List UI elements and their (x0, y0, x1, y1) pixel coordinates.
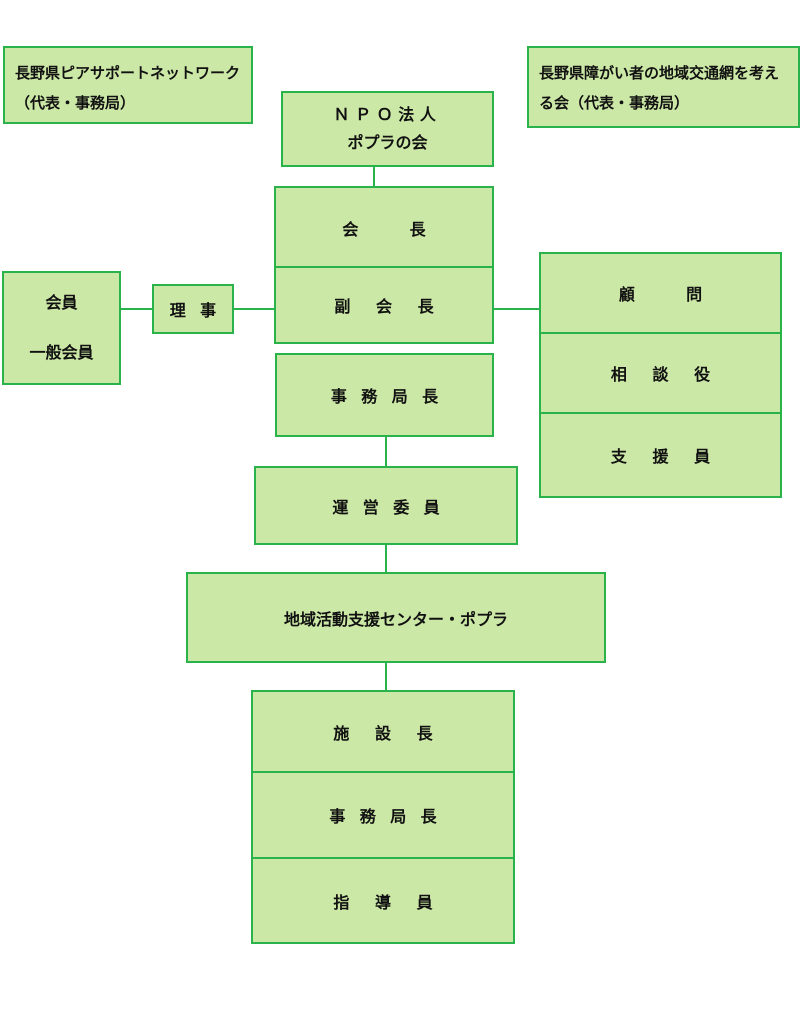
box-activity-support-center: 地域活動支援センター・ポプラ (186, 572, 606, 663)
general-members-label: 一般会員 (29, 343, 94, 362)
facility-manager-label: 施設長 (333, 723, 459, 743)
box-instructor: 指導員 (251, 857, 515, 944)
box-director: 理事 (152, 284, 234, 334)
secretary-general-label: 事務局長 (330, 387, 453, 406)
support-staff-label: 支援員 (610, 447, 736, 466)
connector-vicechair-advisors (492, 308, 540, 310)
org-name-label: ポプラの会 (347, 133, 428, 152)
director-label: 理事 (169, 301, 231, 320)
note-transport-network-association-text: 長野県障がい者の地域交通網を考える会（代表・事務局） (539, 64, 780, 112)
box-advisor: 顧問 (539, 252, 782, 334)
box-vice-chair: 副会長 (274, 266, 494, 344)
connector-members-director (119, 308, 153, 310)
box-secretary-general: 事務局長 (275, 353, 494, 437)
note-peer-support-network-text: 長野県ピアサポートネットワーク（代表・事務局） (15, 64, 241, 112)
box-support-staff: 支援員 (539, 412, 782, 498)
note-peer-support-network: 長野県ピアサポートネットワーク（代表・事務局） (3, 46, 253, 124)
box-steering-committee: 運営委員 (254, 466, 518, 545)
box-center-secretary: 事務局長 (251, 771, 515, 859)
advisor-label: 顧問 (618, 285, 754, 304)
connector-committee-center (385, 544, 387, 574)
vice-chair-label: 副会長 (334, 297, 460, 316)
note-transport-network-association: 長野県障がい者の地域交通網を考える会（代表・事務局） (527, 46, 800, 128)
instructor-label: 指導員 (333, 892, 459, 912)
org-npo-poplar: ＮＰＯ法人 ポプラの会 (281, 91, 494, 167)
center-label: 地域活動支援センター・ポプラ (283, 609, 508, 629)
connector-org-chair (373, 166, 375, 188)
center-secretary-label: 事務局長 (329, 807, 451, 826)
connector-secretary-committee (385, 436, 387, 468)
connector-center-staff (385, 662, 387, 692)
box-chair: 会長 (274, 186, 494, 270)
org-npo-label: ＮＰＯ法人 (333, 105, 442, 124)
chair-label: 会長 (342, 220, 477, 239)
connector-director-vicechair (232, 308, 274, 310)
box-members: 会員 一般会員 (2, 271, 121, 385)
members-label: 会員 (45, 293, 78, 312)
box-counselor: 相談役 (539, 332, 782, 414)
box-facility-manager: 施設長 (251, 690, 515, 773)
counselor-label: 相談役 (610, 365, 736, 384)
steering-committee-label: 運営委員 (332, 497, 454, 517)
